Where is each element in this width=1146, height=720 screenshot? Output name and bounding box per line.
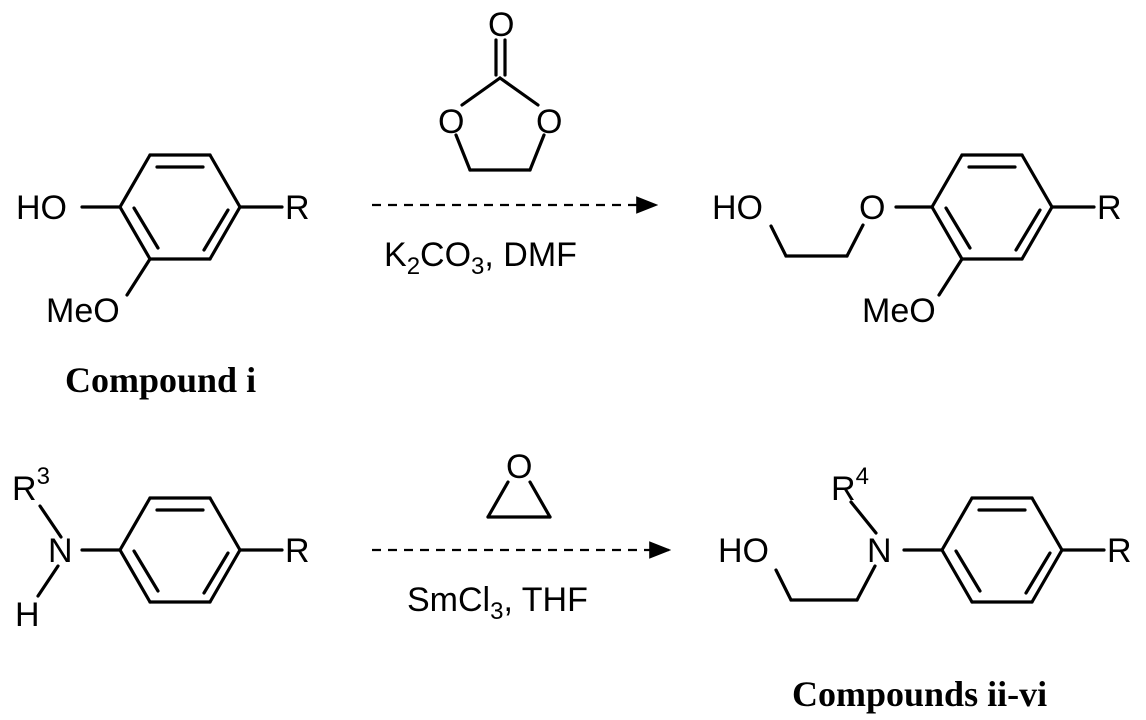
product-nitrogen-label: N (867, 532, 892, 570)
reactant-1-ring (120, 155, 240, 259)
compounds-ii-vi-label: Compounds ii-vi (792, 674, 1047, 714)
r-group-label: R (285, 189, 310, 227)
hydroxyl-label: HO (16, 189, 67, 227)
reactant-1-structure: HO R MeO (16, 155, 310, 330)
c-ome-bond (127, 259, 150, 295)
conditions-1: K2CO3, DMF (384, 236, 577, 280)
product-2-ring (942, 498, 1062, 602)
product-1-structure: HO O R MeO (712, 155, 1122, 330)
carbonyl-oxygen: O (488, 6, 514, 44)
product-1-ring (932, 155, 1052, 259)
r3-label: R3 (12, 463, 50, 508)
reactant-2-ring (120, 498, 240, 602)
reactant-2-structure: R3 N H R (12, 463, 310, 634)
methoxy-label: MeO (46, 292, 120, 330)
product-hydroxyl-label-2: HO (718, 532, 769, 570)
epoxide-oxygen: O (506, 448, 532, 486)
ether-oxygen-label: O (859, 189, 885, 227)
amine-hydrogen-label: H (15, 596, 40, 634)
ethylene-oxide: O (488, 448, 550, 517)
r-group-label-2: R (285, 532, 310, 570)
ring-oxygen-left: O (438, 103, 464, 141)
product-r-group-label-2: R (1107, 532, 1132, 570)
product-methoxy-label: MeO (862, 292, 936, 330)
conditions-2: SmCl3, THF (407, 581, 588, 625)
ethylene-carbonate: O O O (438, 6, 562, 170)
amine-nitrogen-label: N (48, 532, 73, 570)
product-2-structure: R4 HO N R (718, 463, 1132, 602)
r4-label: R4 (831, 463, 869, 508)
product-r-group-label: R (1097, 189, 1122, 227)
ring-oxygen-right: O (536, 103, 562, 141)
product-hydroxyl-label: HO (712, 189, 763, 227)
compound-i-label: Compound i (65, 360, 256, 400)
